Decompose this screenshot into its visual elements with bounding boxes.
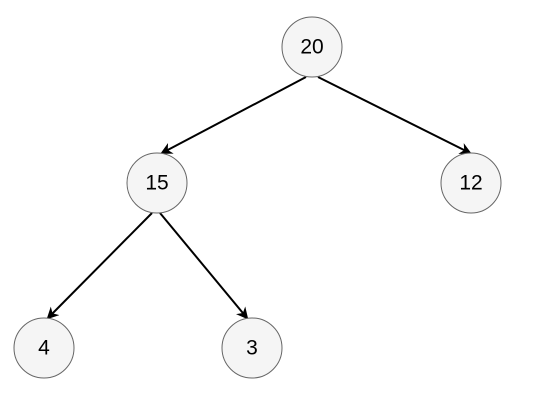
tree-node-left-child: 15	[126, 152, 188, 214]
edge-15-to-3	[159, 212, 249, 320]
edge-20-to-12	[317, 76, 472, 154]
tree-node-left-left-child: 4	[13, 317, 75, 379]
node-label: 3	[246, 337, 258, 360]
edge-20-to-15	[160, 76, 307, 154]
node-circle	[13, 317, 75, 379]
tree-node-right-child: 12	[440, 152, 502, 214]
tree-node-left-right-child: 3	[221, 317, 283, 379]
node-circle	[126, 152, 188, 214]
node-circle	[281, 16, 343, 78]
node-label: 12	[459, 172, 482, 195]
node-label: 20	[300, 36, 323, 59]
node-circle	[221, 317, 283, 379]
node-label: 15	[145, 172, 168, 195]
node-label: 4	[38, 337, 50, 360]
tree-node-root: 20	[281, 16, 343, 78]
node-circle	[440, 152, 502, 214]
edge-15-to-4	[46, 212, 153, 320]
